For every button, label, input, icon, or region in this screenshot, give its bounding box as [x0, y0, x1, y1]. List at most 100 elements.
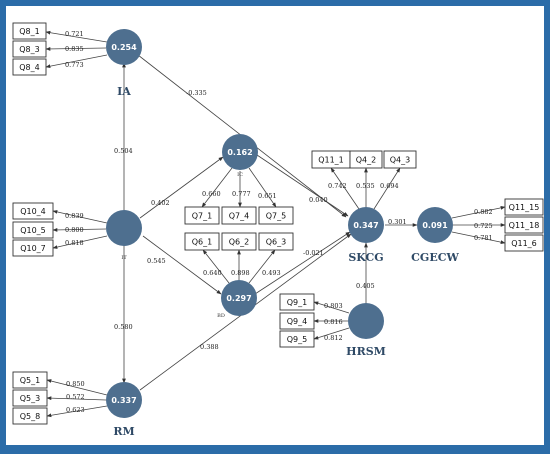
path-bd-skcg: [254, 231, 351, 295]
loading-arrow-q10-5: [52, 227, 107, 232]
r-squared-value: 0.162: [227, 148, 252, 157]
loading-value: 0.812: [324, 334, 343, 342]
construct-bd: 0.297: [221, 280, 257, 316]
construct-label-hrsm: HRSM: [346, 345, 386, 358]
indicator-label: Q11_18: [509, 221, 540, 230]
indicator-q4-3: Q4_3: [383, 150, 417, 169]
loading-arrow-q9-1: [313, 301, 350, 314]
loading-arrow-q5-1: [46, 379, 108, 396]
indicator-label: Q10_5: [20, 226, 46, 235]
r-squared-value: 0.091: [422, 221, 448, 230]
indicator-q10-5: Q10_5: [12, 221, 54, 239]
loading-value: 0.660: [202, 190, 221, 198]
indicator-q10-4: Q10_4: [12, 202, 54, 220]
loading-arrow-q8-1: [45, 30, 108, 43]
loading-arrow-q9-5: [313, 327, 350, 340]
indicator-label: Q8_1: [19, 27, 39, 36]
r-squared-value: 0.254: [111, 43, 137, 52]
indicator-label: Q11_15: [509, 203, 540, 212]
loading-arrow-q8-3: [45, 47, 107, 51]
indicator-label: Q9_1: [287, 298, 307, 307]
indicator-q6-3: Q6_3: [258, 232, 294, 251]
construct-label-rm: RM: [113, 425, 134, 438]
construct-label-bd: BD: [217, 313, 225, 319]
indicator-label: Q9_4: [287, 317, 307, 326]
indicator-q9-5: Q9_5: [279, 330, 315, 348]
loading-arrow-q6-1: [202, 249, 230, 284]
indicator-q7-5: Q7_5: [258, 206, 294, 225]
path-coefficient-rm-skcg: 0.388: [200, 343, 219, 351]
loading-arrow-q10-7: [52, 235, 108, 249]
indicator-label: Q7_4: [229, 212, 249, 221]
loading-value: 0.803: [324, 302, 343, 310]
path-it-bd: [142, 235, 222, 295]
loading-arrow-q11-1: [330, 167, 360, 210]
indicator-q6-2: Q6_2: [221, 232, 257, 251]
loading-arrow-q5-8: [46, 405, 108, 418]
path-coefficient-it-ia: 0.504: [114, 147, 133, 155]
indicator-q11-18: Q11_18: [504, 216, 544, 234]
loading-value: 0.777: [232, 190, 251, 198]
loading-value: 0.640: [203, 269, 222, 277]
construct-hrsm: [348, 303, 384, 339]
indicator-q9-4: Q9_4: [279, 312, 315, 330]
loading-arrow-q8-4: [45, 54, 108, 69]
indicator-q7-4: Q7_4: [221, 206, 257, 225]
indicator-label: Q4_3: [390, 156, 410, 165]
loading-value: 0.850: [66, 380, 85, 388]
loading-arrow-q7-5: [248, 167, 277, 208]
indicator-label: Q6_2: [229, 238, 249, 247]
r-squared-value: 0.337: [111, 396, 136, 405]
path-coefficient-ia-skcg: -0.335: [186, 89, 207, 97]
path-coefficient-it-bd: 0.545: [147, 257, 166, 265]
loading-value: 0.493: [262, 269, 281, 277]
path-coefficient-it-rm: 0.580: [114, 323, 133, 331]
r-squared-value: 0.297: [226, 294, 251, 303]
indicator-q8-3: Q8_3: [12, 40, 47, 58]
loading-value: 0.898: [231, 269, 250, 277]
indicator-q5-1: Q5_1: [12, 371, 48, 389]
path-coefficient-skcg-cgecw: 0.301: [388, 218, 407, 226]
indicator-q11-1: Q11_1: [311, 150, 351, 169]
loading-value: 0.816: [324, 318, 343, 326]
indicator-q8-4: Q8_4: [12, 58, 47, 76]
loading-value: 0.721: [65, 30, 84, 38]
loading-arrow-q11-6: [451, 231, 506, 245]
construct-rm: 0.337: [106, 382, 142, 418]
path-coefficient-hrsm-skcg: 0.405: [356, 282, 375, 290]
loading-value: 0.839: [65, 212, 84, 220]
loading-arrow-q6-3: [248, 249, 276, 284]
indicator-label: Q8_3: [19, 45, 39, 54]
construct-ic: 0.162: [222, 134, 258, 170]
path-coefficient-it-ic: 0.402: [151, 199, 170, 207]
indicator-label: Q7_5: [266, 212, 286, 221]
loading-arrow-q10-4: [52, 210, 108, 224]
loading-arrow-q7-1: [201, 167, 233, 208]
loading-value: 0.818: [65, 239, 84, 247]
loading-value: 0.882: [474, 208, 493, 216]
indicator-q5-8: Q5_8: [12, 407, 48, 425]
construct-ia: 0.254: [106, 29, 142, 65]
loading-arrow-q5-3: [46, 396, 107, 401]
loading-value: 0.742: [328, 182, 347, 190]
indicator-q4-2: Q4_2: [349, 150, 383, 169]
indicator-label: Q8_4: [19, 63, 39, 72]
loading-value: 0.781: [474, 234, 493, 242]
path-ic-skcg: [256, 154, 349, 217]
indicator-label: Q6_1: [192, 238, 212, 247]
indicator-q11-6: Q11_6: [504, 234, 544, 252]
loading-arrow-q4-3: [373, 167, 401, 210]
loading-value: 0.572: [66, 393, 85, 401]
indicator-label: Q7_1: [192, 212, 212, 221]
construct-label-ic: IC: [237, 172, 243, 178]
indicator-label: Q5_8: [20, 412, 40, 421]
loading-value: 0.725: [474, 222, 493, 230]
loading-value: 0.535: [356, 182, 375, 190]
indicator-q9-1: Q9_1: [279, 293, 315, 311]
indicator-label: Q11_6: [511, 239, 537, 248]
indicator-label: Q10_4: [20, 207, 46, 216]
indicator-q8-1: Q8_1: [12, 22, 47, 40]
construct-it: [106, 210, 142, 246]
path-it-ic: [139, 156, 224, 219]
